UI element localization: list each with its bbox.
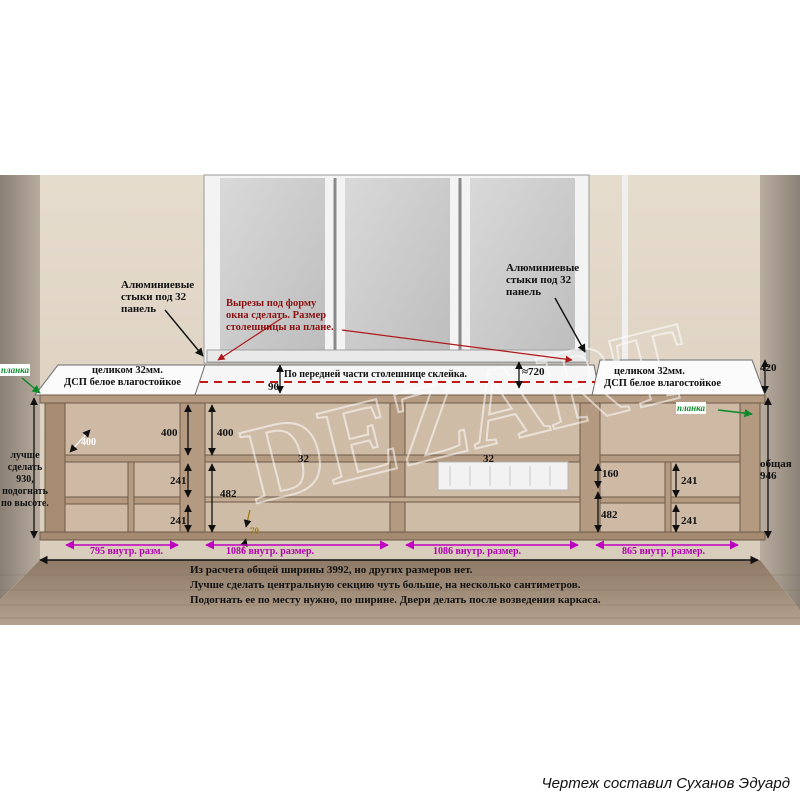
width-section-2: 1086 внутр. размер. [226,546,315,557]
width-section-3: 1086 внутр. размер. [433,546,522,557]
dim-arrows [30,359,772,539]
dim-400-b: 400 [217,427,234,439]
dim-400-c: 400 [81,437,96,448]
plank-left-arrow [21,377,41,394]
leader-right-joint [554,297,586,353]
dim-241-b: 241 [170,515,187,527]
width-section-1: 795 внутр. разм. [90,546,164,557]
dim-400-a: 400 [161,427,178,439]
left-wall [0,175,40,600]
dim-70: 70 [250,526,259,536]
dim-70-arrow-top [243,509,252,528]
plank-left-label: планка [0,364,30,376]
cutout-note: Вырезы под форму окна сделать. Размер ст… [226,298,334,333]
dim-241-a: 241 [170,475,187,487]
dim-420: 420 [760,362,777,374]
glue-note: По передней части столешнице склейка. [284,369,468,380]
plank-right-arrow [717,408,753,418]
right-wall [760,175,800,610]
cutout-arrow-1 [217,317,283,361]
right-top-label: целиком 32мм. ДСП белое влагостойкое [604,366,722,389]
floor [0,560,800,625]
window-pane-2 [345,178,450,356]
dim-32-b: 32 [483,453,494,465]
left-side-note: лучше сделать 930, подогнать по высоте. [1,450,49,509]
dim-241-c: 241 [681,475,698,487]
notes-block: Из расчета общей ширины 3992, но других … [190,564,601,606]
cutout-arrow-2 [341,329,573,363]
total-height-label: общая 946 [760,458,792,482]
dim-241-d: 241 [681,515,698,527]
leader-left-joint [164,309,204,357]
dim-90: 90 [268,381,279,393]
dim-160: 160 [602,468,619,480]
width-section-4: 865 внутр. размер. [622,546,706,557]
dim-482-a: 482 [220,488,237,500]
cabinet-carcass [39,394,766,541]
right-joint-label: Алюминиевые стыки под 32 панель [506,262,580,298]
left-joint-label: Алюминиевые стыки под 32 панель [121,279,195,315]
dim-32-a: 32 [298,453,309,465]
window-pane-1 [220,178,325,356]
left-top-label: целиком 32мм. ДСП белое влагостойкое [64,365,182,388]
plank-right-label: планка [676,402,706,414]
author-credit: Чертеж составил Суханов Эдуард [541,775,790,792]
floor-planks [0,574,800,619]
dim-482-b: 482 [601,509,618,521]
radiator [437,461,569,491]
window-pane-3 [470,178,575,356]
dim-720: ≈720 [522,366,545,378]
